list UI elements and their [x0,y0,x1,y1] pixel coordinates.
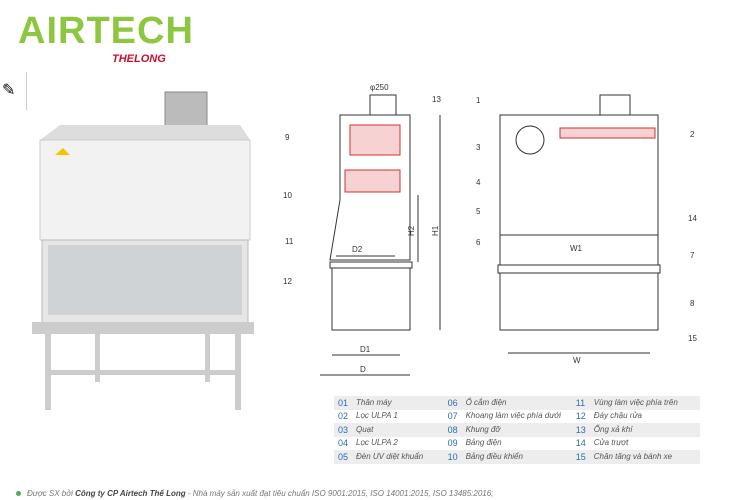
legend-label: Quạt [356,424,374,434]
legend-number: 04 [338,438,349,449]
brand-sub-logo: THELONG [112,53,166,65]
legend-label: Lọc ULPA 1 [356,411,398,421]
dim-w1: W1 [570,244,583,253]
legend-item: 04 Lọc ULPA 2 [334,438,444,448]
legend-item: 05 Đèn UV diệt khuẩn [334,452,444,462]
bullet-icon [16,491,21,496]
callout-9: 9 [285,133,290,142]
callout-14: 14 [688,214,697,223]
legend-label: Khung đỡ [465,424,501,434]
legend-row: 02 Lọc ULPA 1 07 Khoang làm việc phía dưới 1… [334,410,700,424]
legend-row: 03 Quạt 08 Khung đỡ 13 Ống xả khí [334,423,700,437]
legend-item: 15 Chân tăng và bánh xe [572,452,700,462]
legend-item: 11 Vùng làm việc phía trên [572,398,700,408]
legend-row: 05 Đèn UV diệt khuẩn 10 Bảng điều khiển 15 Ch… [334,450,700,464]
legend-row: 04 Lọc ULPA 2 09 Bảng điện 14 Cửa trượt [334,437,700,451]
legend-row: 01 Thân máy 06 Ổ cắm điện 11 Vùng làm việc ph… [334,396,700,410]
dim-w: W [573,356,581,365]
legend-label: Đèn UV diệt khuẩn [356,451,424,461]
callout-13: 13 [432,95,441,104]
callout-12: 12 [283,277,292,286]
legend-label: Ống xả khí [593,424,633,434]
callout-4: 4 [476,178,481,187]
legend-item: 14 Cửa trượt [572,438,700,448]
callout-2: 2 [690,130,695,139]
legend-label: Ổ cắm điện [465,397,507,407]
cabinet-photo [32,91,254,410]
legend-item: 06 Ổ cắm điện [444,398,572,408]
side-view-drawing [320,94,441,376]
dim-d2: D2 [352,245,363,254]
edit-tool-icon[interactable]: ✎ [0,72,27,110]
legend-label: Vùng làm việc phía trên [593,397,678,407]
legend-label: Chân tăng và bánh xe [593,451,673,461]
dim-h1: H1 [431,225,440,236]
callout-11: 11 [285,237,294,246]
callout-6: 6 [476,238,481,247]
legend-label: Đáy chậu rửa [593,411,642,421]
legend-number: 03 [338,424,349,435]
legend-item: 09 Bảng điện [444,438,572,448]
legend-number: 05 [338,451,349,462]
footer-prefix: Được SX bởi [27,489,73,498]
legend-number: 06 [447,397,458,408]
footer-note: Được SX bởi Công ty CP Airtech Thế Long … [16,489,493,499]
legend-label: Khoang làm việc phía dưới [465,411,561,421]
legend-number: 01 [338,397,349,408]
callout-7: 7 [690,251,695,260]
callout-1: 1 [476,96,481,105]
legend-number: 13 [575,424,586,435]
legend-number: 10 [447,451,458,462]
legend-number: 12 [575,411,586,422]
legend-item: 13 Ống xả khí [572,425,700,435]
legend-item: 01 Thân máy [334,398,444,408]
callout-10: 10 [283,191,292,200]
legend-number: 08 [447,424,458,435]
legend-label: Lọc ULPA 2 [356,438,398,448]
legend-item: 02 Lọc ULPA 1 [334,411,444,421]
legend-label: Bảng điện [465,438,502,448]
dim-d: D [360,365,366,374]
callout-15: 15 [688,334,697,343]
parts-legend: 01 Thân máy 06 Ổ cắm điện 11 Vùng làm việc ph… [334,396,700,464]
dim-phi250: φ250 [370,83,389,92]
dim-d1: D1 [360,345,371,354]
dim-h2: H2 [407,225,416,236]
legend-number: 02 [338,411,349,422]
legend-item: 08 Khung đỡ [444,425,572,435]
callout-5: 5 [476,207,481,216]
legend-item: 07 Khoang làm việc phía dưới [444,411,572,421]
legend-item: 03 Quạt [334,425,444,435]
legend-item: 10 Bảng điều khiển [444,452,572,462]
legend-number: 11 [575,397,586,408]
legend-label: Cửa trượt [593,438,629,448]
front-view-drawing [497,94,661,354]
footer-suffix: - Nhà máy sản xuất đạt tiêu chuẩn ISO 90… [187,489,494,498]
legend-label: Bảng điều khiển [465,451,523,461]
legend-number: 15 [575,451,586,462]
footer-company: Công ty CP Airtech Thế Long [75,489,186,498]
legend-number: 09 [447,438,458,449]
callout-8: 8 [690,299,695,308]
callout-3: 3 [476,143,481,152]
legend-label: Thân máy [356,397,392,407]
legend-item: 12 Đáy chậu rửa [572,411,700,421]
brand-logo: AIRTECH [18,10,194,52]
legend-number: 07 [447,411,458,422]
legend-number: 14 [575,438,586,449]
